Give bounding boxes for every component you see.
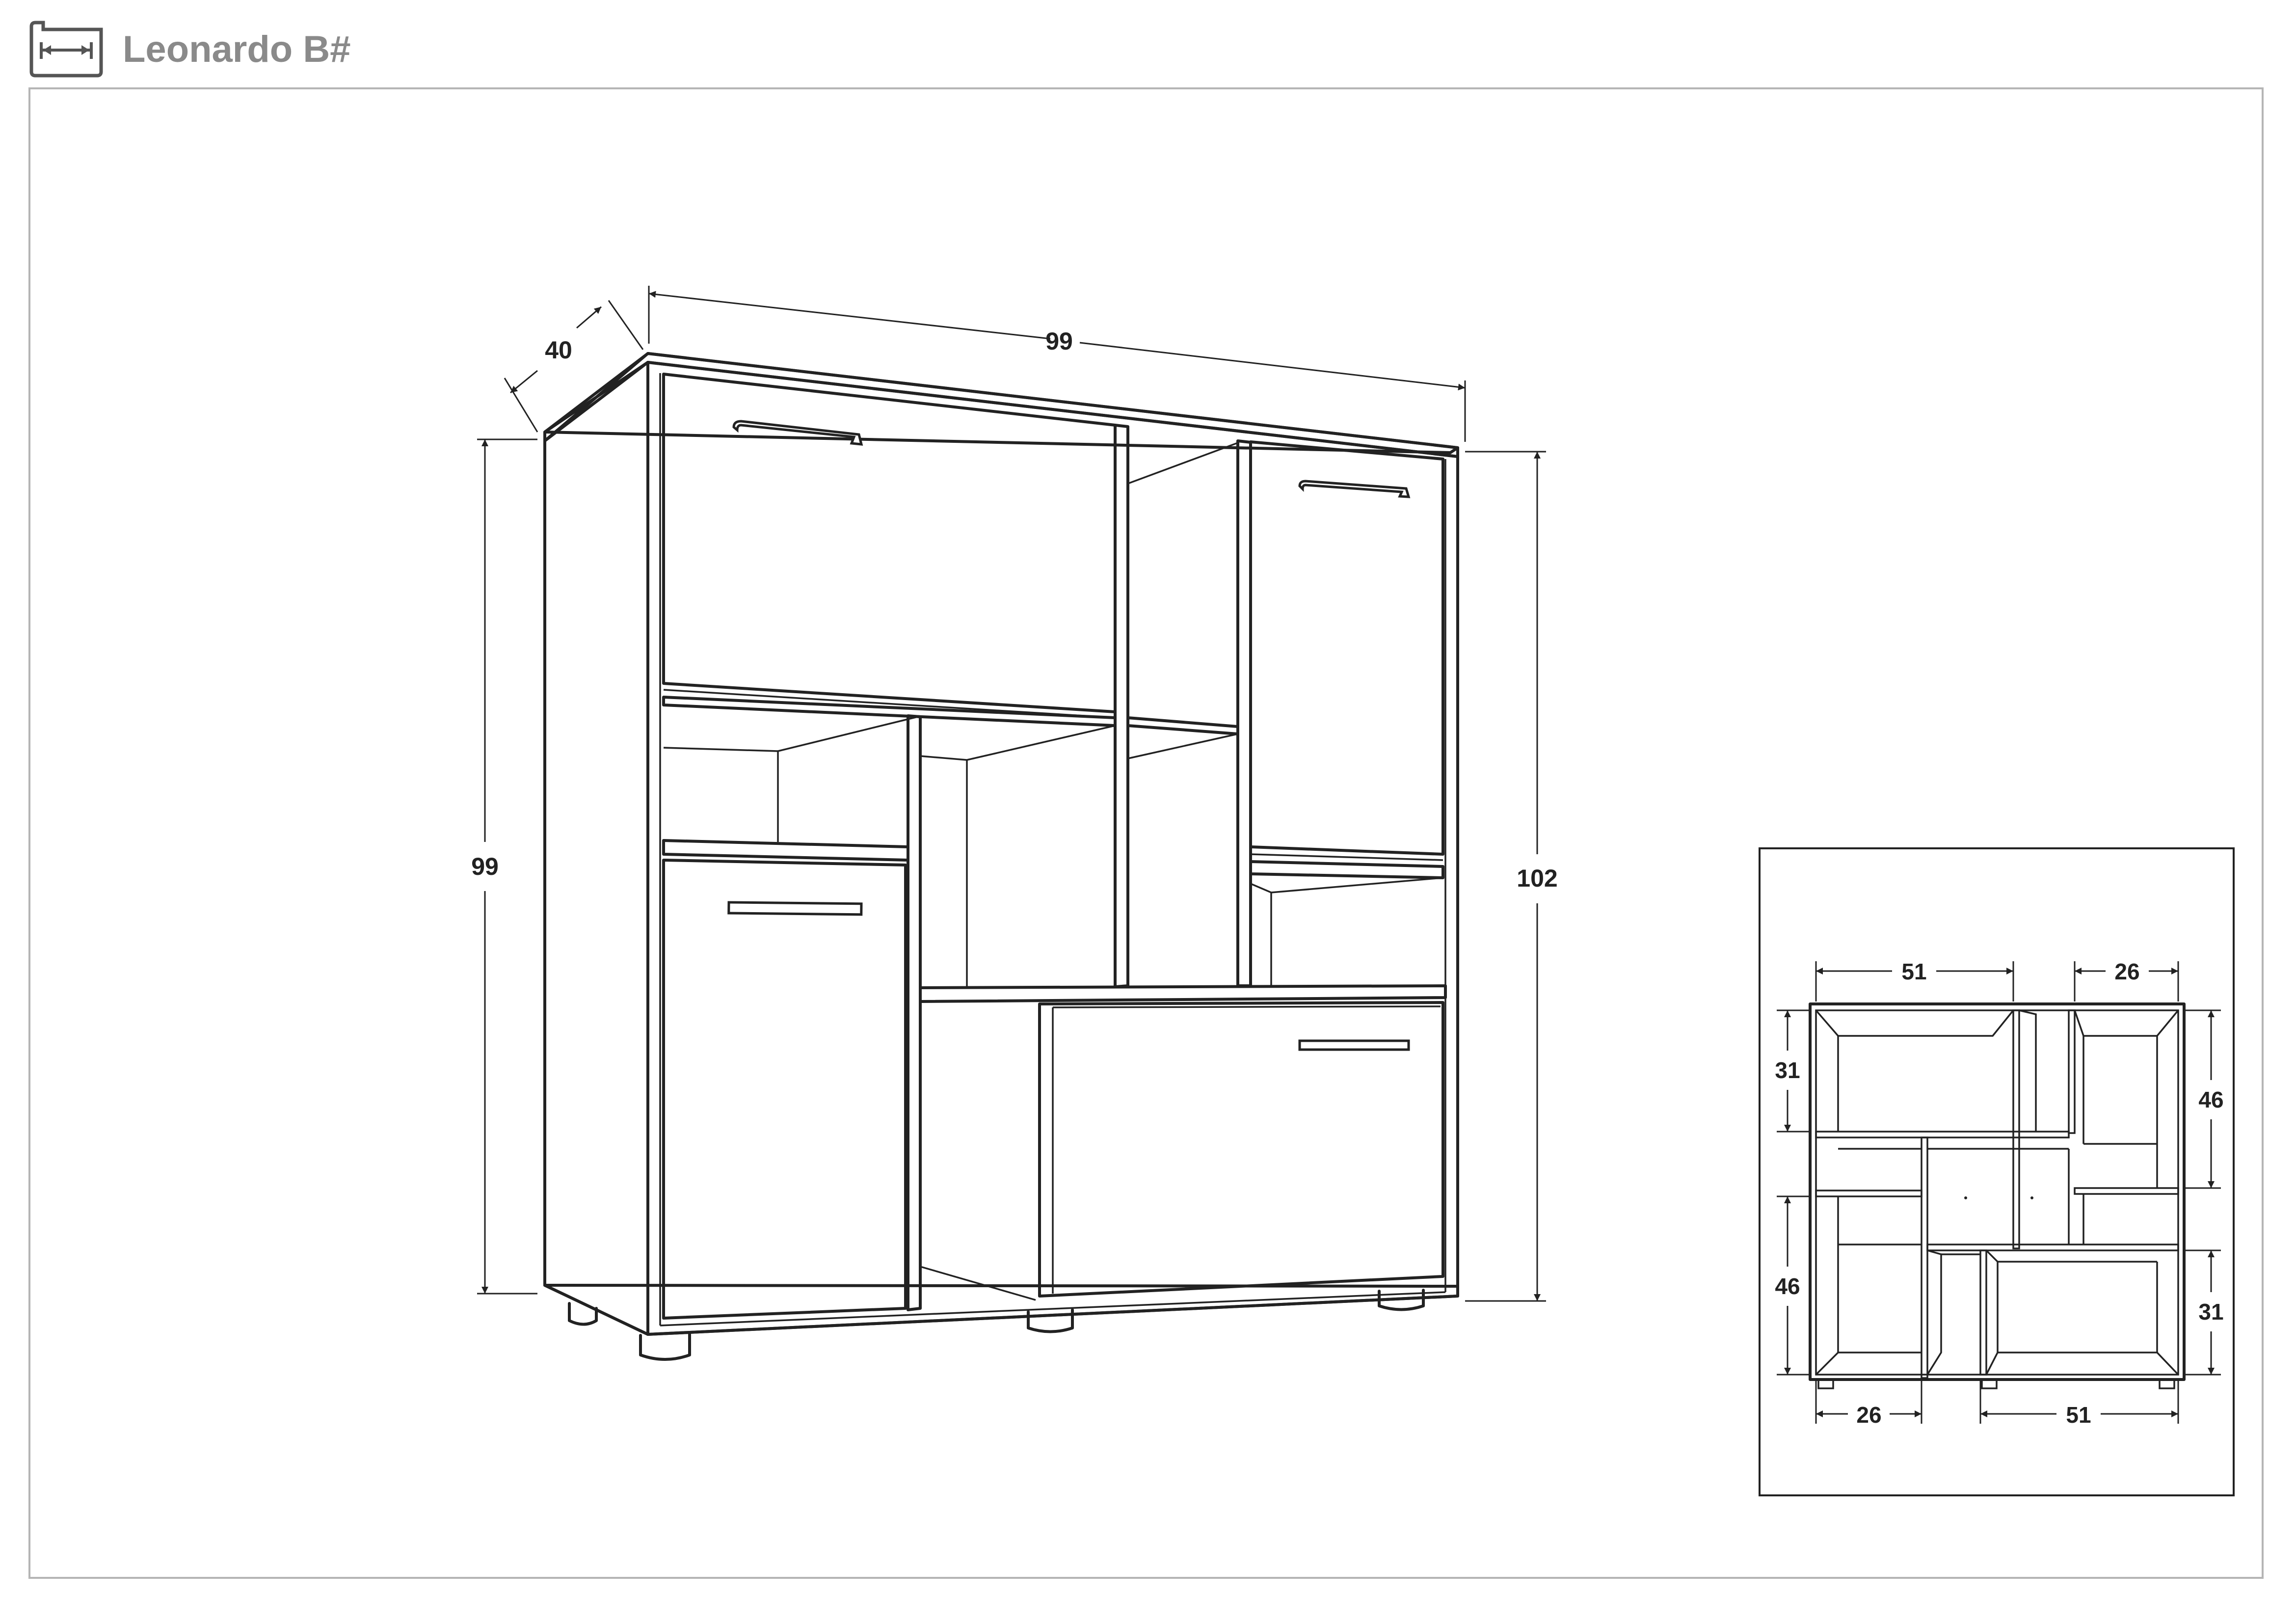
detail-right-lower-height-label: 31 [2198,1299,2223,1325]
detail-left-upper-height-label: 31 [1775,1057,1800,1083]
door-top-left [662,373,1117,713]
drawing-frame [28,87,2264,1579]
cabinet-base [543,1284,1459,1336]
depth-dimension-label: 40 [545,336,572,364]
cabinet-feet [568,1289,1425,1361]
product-title: Leonardo B# [123,28,351,70]
main-dimensions: 99 40 99 102 [471,286,1558,1302]
cabinet-perspective-view [543,352,1459,1361]
door-handle [1298,1039,1410,1051]
door-handle [727,901,863,916]
dimensions-icon [29,21,103,78]
detail-frame [1759,847,2235,1496]
width-dimension-label: 99 [1045,327,1073,355]
detail-left-lower-height-label: 46 [1775,1273,1800,1299]
door-bottom-left [662,859,907,1320]
door-top-right [1249,440,1444,856]
door-handle [732,420,863,446]
detail-bottom-left-width-label: 26 [1856,1402,1881,1428]
detail-top-left-width-label: 51 [1901,959,1926,984]
door-bottom-right [1038,1001,1444,1298]
front-view-detail: 51 26 31 46 46 31 26 [1759,847,2235,1496]
height-right-dimension-label: 102 [1517,865,1557,892]
detail-bottom-right-width-label: 51 [2066,1402,2091,1428]
detail-top-right-width-label: 26 [2114,959,2139,984]
detail-right-upper-height-label: 46 [2198,1087,2223,1112]
header: Leonardo B# [29,20,351,79]
height-left-dimension-label: 99 [471,853,499,880]
cabinet-left-side [543,361,649,1336]
door-handle [1298,480,1411,498]
